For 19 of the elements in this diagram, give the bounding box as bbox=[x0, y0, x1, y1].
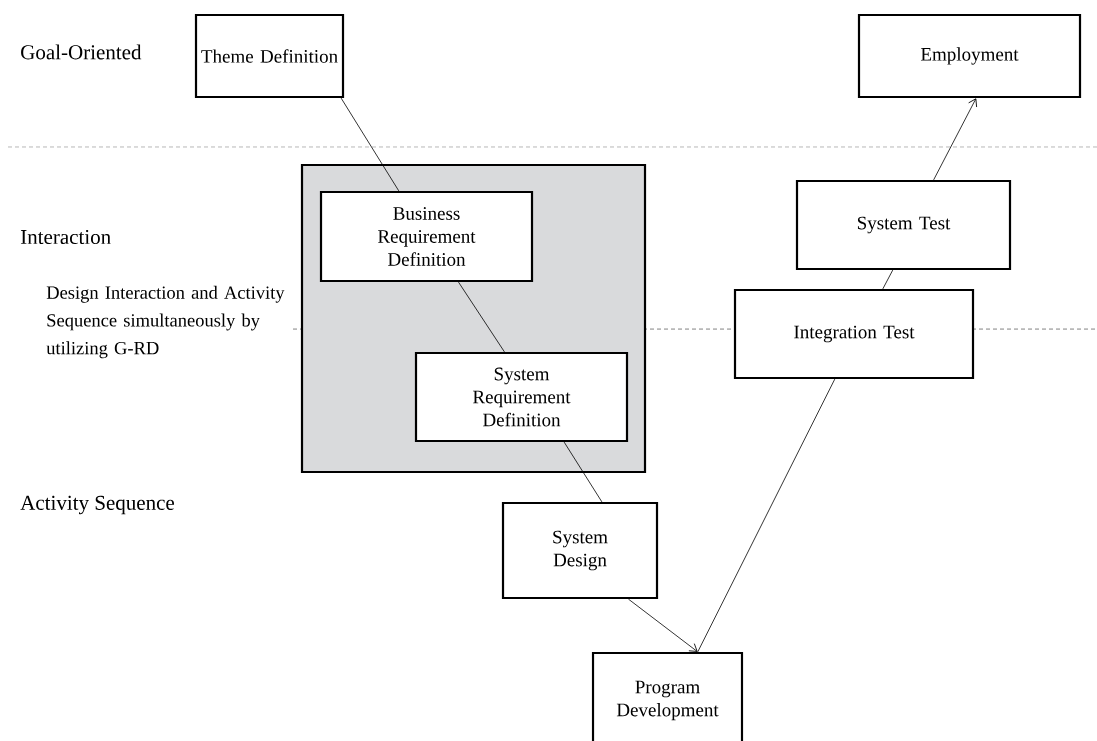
connector-line bbox=[882, 269, 894, 290]
row-label: Activity Sequence bbox=[20, 495, 175, 515]
process-box: Business Requirement Definition bbox=[319, 190, 534, 283]
arrow bbox=[628, 598, 698, 652]
connector-line bbox=[458, 281, 505, 353]
arrow bbox=[933, 98, 977, 181]
process-box: Program Development bbox=[591, 651, 744, 741]
process-box: Theme Definition bbox=[194, 13, 345, 99]
process-box: System Requirement Definition bbox=[414, 351, 629, 443]
process-box: Employment bbox=[857, 13, 1082, 99]
process-box: Integration Test bbox=[733, 288, 975, 380]
process-box: System Test bbox=[795, 179, 1012, 271]
process-box: System Design bbox=[501, 501, 659, 600]
row-label: Goal-Oriented bbox=[21, 44, 142, 60]
connector-line bbox=[563, 441, 603, 503]
connector-line bbox=[697, 378, 836, 653]
note-text: Design Interaction and Activity Sequence simultaneously by utilizing G-RD bbox=[46, 285, 285, 359]
connector-line bbox=[340, 97, 400, 192]
row-label: Interaction bbox=[20, 229, 111, 245]
